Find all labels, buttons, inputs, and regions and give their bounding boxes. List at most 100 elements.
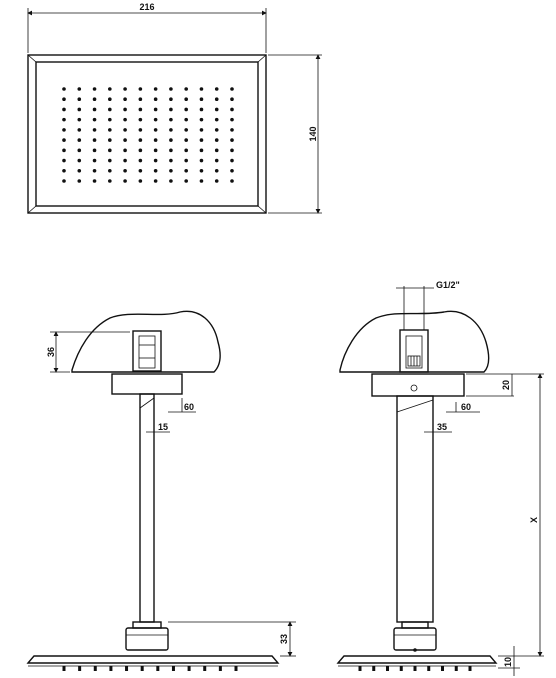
nozzle bbox=[214, 148, 219, 153]
nozzle bbox=[108, 158, 112, 163]
nozzle bbox=[184, 87, 188, 91]
nozzle-tip bbox=[140, 666, 144, 671]
flange-height-label-right: 20 bbox=[501, 380, 511, 390]
nozzle-tip bbox=[372, 666, 376, 671]
head-dimension-label-left: 33 bbox=[279, 634, 289, 644]
nozzle bbox=[108, 97, 112, 102]
nozzle-tip bbox=[441, 666, 444, 671]
nozzle bbox=[138, 87, 143, 91]
nozzle-tip bbox=[187, 666, 191, 671]
nozzle-tip bbox=[427, 666, 431, 671]
left-side-view: 36 60 15 33 bbox=[26, 310, 296, 671]
nozzle bbox=[184, 148, 188, 153]
nozzle bbox=[153, 87, 158, 91]
nozzle-tip bbox=[468, 666, 472, 671]
nozzle bbox=[108, 117, 112, 122]
nozzle bbox=[199, 87, 204, 91]
nozzle bbox=[108, 107, 112, 112]
nozzle bbox=[62, 87, 66, 91]
nozzle bbox=[92, 87, 97, 91]
nozzle-tip bbox=[156, 666, 160, 671]
nozzle bbox=[138, 107, 143, 112]
thread-dimension-label: G1/2" bbox=[436, 280, 460, 290]
nozzle bbox=[123, 128, 127, 132]
nozzle bbox=[123, 168, 127, 173]
nozzle bbox=[153, 117, 158, 122]
nozzle bbox=[153, 107, 158, 112]
nozzle bbox=[62, 148, 66, 153]
nozzle bbox=[77, 107, 82, 112]
nozzle bbox=[230, 117, 234, 122]
nozzle bbox=[169, 168, 173, 173]
nozzle bbox=[108, 179, 112, 183]
ceiling-flange-left bbox=[111, 373, 183, 395]
nozzle bbox=[199, 138, 204, 142]
nozzle bbox=[230, 168, 234, 173]
nozzle bbox=[214, 97, 219, 102]
nozzle bbox=[169, 117, 173, 122]
nozzle bbox=[230, 179, 234, 183]
nozzle bbox=[230, 138, 234, 142]
nozzle bbox=[169, 128, 173, 132]
ball-joint-left bbox=[125, 627, 169, 651]
nozzle-tip bbox=[413, 666, 417, 671]
nozzle bbox=[138, 97, 143, 102]
head-thickness-label: 10 bbox=[503, 657, 513, 667]
nozzle bbox=[92, 148, 97, 153]
top-view: 216 140 bbox=[27, 2, 322, 214]
nozzle bbox=[108, 148, 112, 153]
width-dimension-label: 216 bbox=[139, 2, 154, 12]
nozzle bbox=[92, 128, 97, 132]
nozzle bbox=[169, 158, 173, 163]
nozzle bbox=[230, 158, 234, 163]
flange-dimension-label-left: 60 bbox=[184, 402, 194, 412]
arm-pipe-right bbox=[396, 395, 434, 623]
nozzle-tip bbox=[386, 666, 389, 671]
nozzle bbox=[123, 97, 127, 102]
nozzle-tip bbox=[109, 666, 113, 671]
nozzle bbox=[138, 179, 143, 183]
nozzle bbox=[184, 128, 188, 132]
nozzle bbox=[214, 179, 219, 183]
nozzle bbox=[138, 138, 143, 142]
ceiling-section-right bbox=[339, 310, 490, 373]
nozzle bbox=[92, 97, 97, 102]
nozzle bbox=[199, 158, 204, 163]
length-dimension-label: X bbox=[529, 517, 539, 523]
nozzle bbox=[230, 97, 234, 102]
nozzle bbox=[184, 179, 188, 183]
nozzle bbox=[123, 117, 127, 122]
nozzle bbox=[153, 148, 158, 153]
nozzle bbox=[123, 138, 127, 142]
nozzle bbox=[138, 128, 143, 132]
nozzle bbox=[92, 138, 97, 142]
set-screw-icon bbox=[410, 384, 418, 392]
ceiling-flange-right bbox=[371, 373, 465, 397]
shower-head-profile-right bbox=[336, 655, 498, 664]
nozzle bbox=[92, 158, 97, 163]
nozzle bbox=[184, 168, 188, 173]
height-dimension-label: 140 bbox=[308, 126, 318, 141]
nozzle bbox=[92, 179, 97, 183]
nozzle bbox=[153, 128, 158, 132]
nozzle bbox=[77, 148, 82, 153]
nozzle-tip bbox=[234, 666, 238, 671]
nozzle-tip bbox=[399, 666, 403, 671]
nozzle bbox=[199, 97, 204, 102]
nozzle bbox=[108, 138, 112, 142]
nozzle bbox=[214, 168, 219, 173]
right-side-view: G1/2" 20 60 35 X 10 bbox=[336, 280, 544, 676]
depth-dimension-label-left: 36 bbox=[46, 347, 56, 357]
nozzle bbox=[153, 97, 158, 102]
nozzle bbox=[153, 168, 158, 173]
nozzle bbox=[184, 107, 188, 112]
nozzle bbox=[214, 87, 219, 91]
nozzle bbox=[153, 158, 158, 163]
nozzle bbox=[138, 168, 143, 173]
nozzle-tip bbox=[203, 666, 207, 671]
nozzle bbox=[230, 87, 234, 91]
nozzle-tip bbox=[78, 666, 82, 671]
nozzle bbox=[199, 117, 204, 122]
nozzle bbox=[214, 128, 219, 132]
nozzle-tip bbox=[93, 666, 97, 671]
